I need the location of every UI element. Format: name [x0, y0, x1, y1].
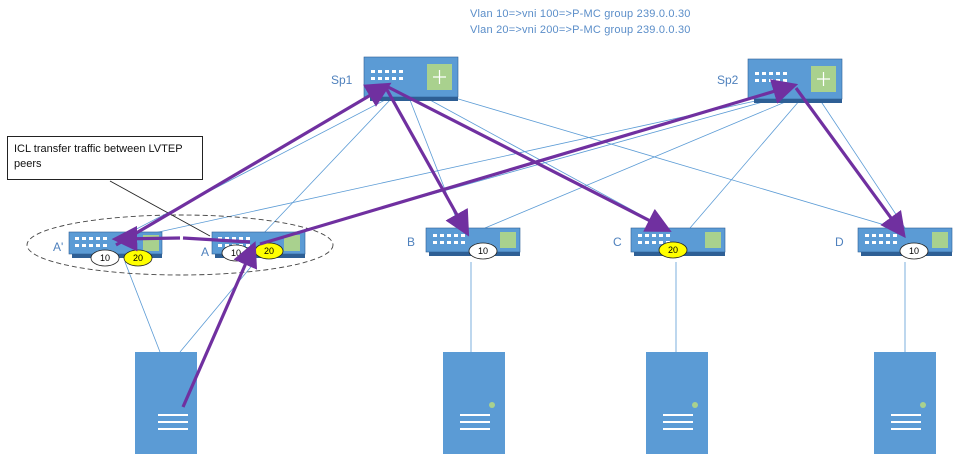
- links: [124, 97, 906, 353]
- server-c: [646, 352, 708, 454]
- server-b: [443, 352, 505, 454]
- leaf-aprime-label: A': [53, 240, 64, 254]
- leaf-c-label: C: [613, 235, 622, 249]
- link-sp2-d: [819, 99, 906, 229]
- flow-sp1-to-c: [387, 85, 672, 232]
- flow-aprime-to-sp1: [115, 82, 392, 247]
- vlan-mapping-notes: Vlan 10=>vni 100=>P-MC group 239.0.0.30 …: [470, 6, 691, 38]
- badge-aprime-10: 10: [90, 249, 120, 267]
- svg-text:10: 10: [909, 246, 919, 256]
- link-sp1-a: [261, 99, 391, 236]
- flow-sp1-to-b: [384, 87, 470, 237]
- leaf-d-label: D: [835, 235, 844, 249]
- link-sp2-b: [484, 99, 791, 229]
- flow-server-to-a: [181, 241, 258, 408]
- svg-text:20: 20: [133, 253, 143, 263]
- badge-aprime-20: 20: [123, 249, 153, 267]
- lvtep-peer-ellipse: [26, 214, 334, 276]
- link-sp2-c: [689, 99, 801, 229]
- badge-d-10: 10: [899, 242, 929, 260]
- link-sp1-d: [454, 97, 896, 229]
- badge-a-20: 20: [254, 242, 284, 260]
- link-server-aprime: [124, 261, 161, 353]
- icl-callout-box: ICL transfer traffic between LVTEP peers: [7, 136, 203, 180]
- leaf-b-label: B: [407, 235, 416, 249]
- svg-text:10: 10: [231, 248, 241, 258]
- badge-a-10: 10: [221, 244, 251, 262]
- spine-sp1-label: Sp1: [331, 73, 353, 87]
- flow-icl-stub: [182, 236, 251, 244]
- svg-text:20: 20: [668, 245, 678, 255]
- leaf-a-label: A: [201, 245, 210, 259]
- badge-c-20: 20: [658, 241, 688, 259]
- spine-sp1: [363, 56, 459, 101]
- server-a: [135, 352, 197, 454]
- link-sp2-aprime: [144, 99, 761, 236]
- callout-pointer: [109, 180, 211, 237]
- svg-text:10: 10: [478, 246, 488, 256]
- vlan-mapping-line-1: Vlan 10=>vni 100=>P-MC group 239.0.0.30: [470, 8, 691, 20]
- vlan-badges: 10 20 10 20 10 20: [90, 241, 929, 267]
- link-sp1-c: [429, 99, 666, 229]
- svg-text:10: 10: [100, 253, 110, 263]
- svg-text:20: 20: [264, 246, 274, 256]
- link-server-a: [179, 261, 256, 353]
- badge-b-10: 10: [468, 242, 498, 260]
- flow-a-to-sp2: [259, 79, 799, 246]
- flow-sp2-to-d: [794, 87, 906, 239]
- servers: [135, 352, 936, 454]
- spine-sp2-label: Sp2: [717, 73, 739, 87]
- server-d: [874, 352, 936, 454]
- vlan-mapping-line-2: Vlan 20=>vni 200=>P-MC group 239.0.0.30: [470, 24, 691, 36]
- traffic-flows: [111, 79, 906, 408]
